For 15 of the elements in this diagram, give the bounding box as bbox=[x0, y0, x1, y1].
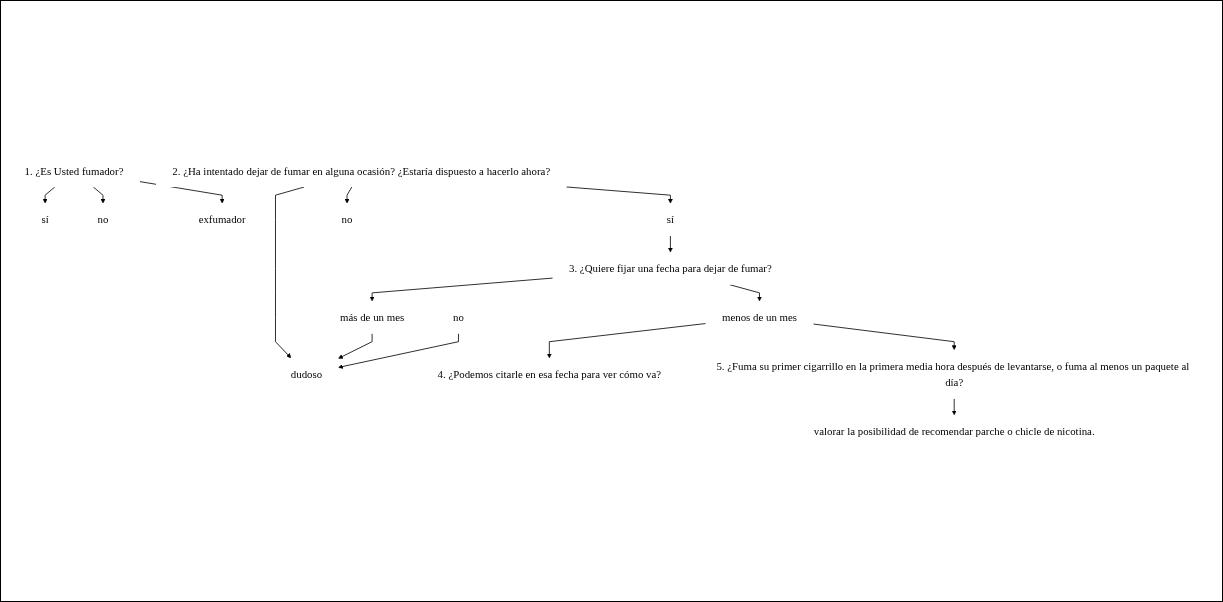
node-text: exfumador bbox=[198, 213, 246, 226]
node-text: sí bbox=[41, 213, 49, 226]
node-text: valorar la posibilidad de recomendar parche o chicle de nicotina. bbox=[813, 425, 1095, 438]
node-text: menos de un mes bbox=[721, 311, 798, 324]
node-text: dudoso bbox=[290, 368, 323, 381]
node-text: 2. ¿Ha intentado dejar de fumar en alguna ocasión? ¿Estaría dispuesto a hacerlo ahora? bbox=[172, 164, 551, 177]
node-text: no bbox=[341, 213, 353, 226]
node-text: sí bbox=[666, 213, 675, 226]
node-text: no bbox=[453, 311, 464, 324]
node-text: 5. ¿Fuma su primer cigarrillo en la primera media hora después de levantarse, o fuma al menos un paquete al día? bbox=[716, 360, 1190, 389]
node-text: 4. ¿Podemos citarle en esa fecha para ver cómo va? bbox=[437, 368, 662, 381]
node-text: 3. ¿Quiere fijar una fecha para dejar de fumar? bbox=[569, 262, 772, 275]
node-text: 1. ¿Es Usted fumador? bbox=[24, 164, 124, 177]
node-text: más de un mes bbox=[339, 311, 405, 324]
node-text: no bbox=[97, 213, 109, 226]
